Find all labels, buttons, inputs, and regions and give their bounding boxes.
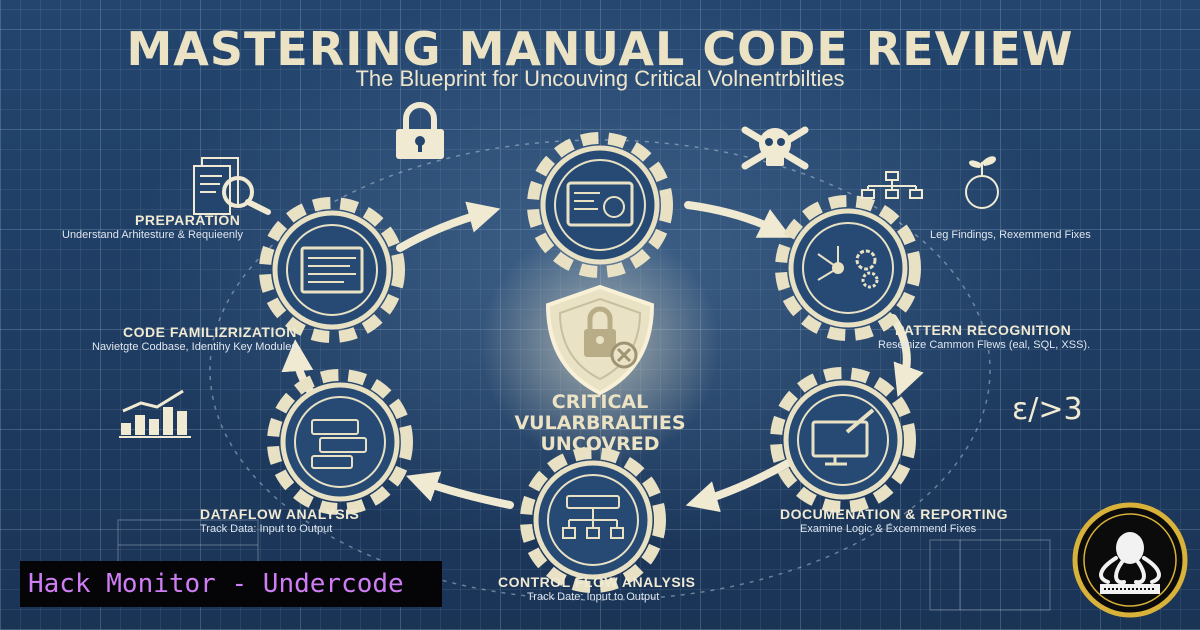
step-dataflow-title: DATAFLOW ANALYSIS — [200, 506, 360, 522]
page-subtitle: The Blueprint for Uncouving Critical Vol… — [355, 66, 845, 91]
arrow-top-right — [684, 201, 792, 238]
step-familiarization-desc: Navietgte Codbase, Identihy Key Modules. — [92, 341, 300, 353]
shield-lock-icon — [545, 284, 655, 396]
step-pattern-title: PATTERN RECOGNITION — [895, 322, 1072, 338]
document-magnifier-icon — [193, 157, 271, 215]
octopus-logo-icon — [1072, 502, 1188, 618]
hierarchy-icon — [861, 171, 923, 199]
step-documentation-title: DOCUMENATION & REPORTING — [780, 506, 1008, 522]
arrow-bottom-right — [685, 458, 794, 513]
gear-icon — [259, 197, 405, 343]
gear-icon — [527, 132, 673, 278]
arrow-right — [889, 314, 924, 398]
step-dataflow-desc: Track Data: Input to Output — [200, 523, 333, 535]
step-documentation-desc: Examine Logic & Excemmend Fixes — [800, 523, 977, 535]
gear-icon — [770, 367, 916, 513]
arrow-top-left — [396, 201, 501, 252]
step-familiarization-title: CODE FAMILIZRIZATION — [123, 324, 297, 340]
step-preparation-title: PREPARATION — [135, 212, 241, 228]
bar-chart-icon — [119, 389, 191, 438]
step-log-findings-desc: Leg Findings, Rexemmend Fixes — [930, 229, 1091, 241]
step-preparation-desc: Understand Arhitesture & Requieenly — [62, 229, 243, 241]
center-line-3: UNCOVRED — [540, 433, 660, 455]
center-line-2: VULARBRALTIES — [514, 412, 686, 434]
gear-icon — [775, 195, 921, 341]
page-title: MASTERING MANUAL CODE REVIEW — [126, 22, 1074, 76]
center-line-1: CRITICAL — [551, 391, 649, 413]
step-pattern-desc: Reseinize Cammon Flews (eal, SQL, XSS). — [878, 339, 1091, 351]
brand-banner[interactable]: Hack Monitor - Undercode — [20, 561, 442, 607]
step-control-flow-title: CONTROL FLOW ANALYSIS — [498, 574, 696, 590]
code-glyph: ε/>3 — [1012, 392, 1083, 427]
plant-head-icon — [965, 156, 999, 209]
skull-crossbones-icon — [741, 126, 809, 170]
lock-icon — [396, 102, 444, 159]
dashed-orbit — [209, 139, 991, 601]
step-control-flow-desc: Track Date: Input to Output — [527, 591, 660, 603]
brand-label: Hack Monitor - Undercode — [28, 569, 404, 599]
gear-icon — [267, 369, 413, 515]
arrow-bottom-left — [405, 471, 514, 509]
gear-icon — [520, 447, 666, 593]
